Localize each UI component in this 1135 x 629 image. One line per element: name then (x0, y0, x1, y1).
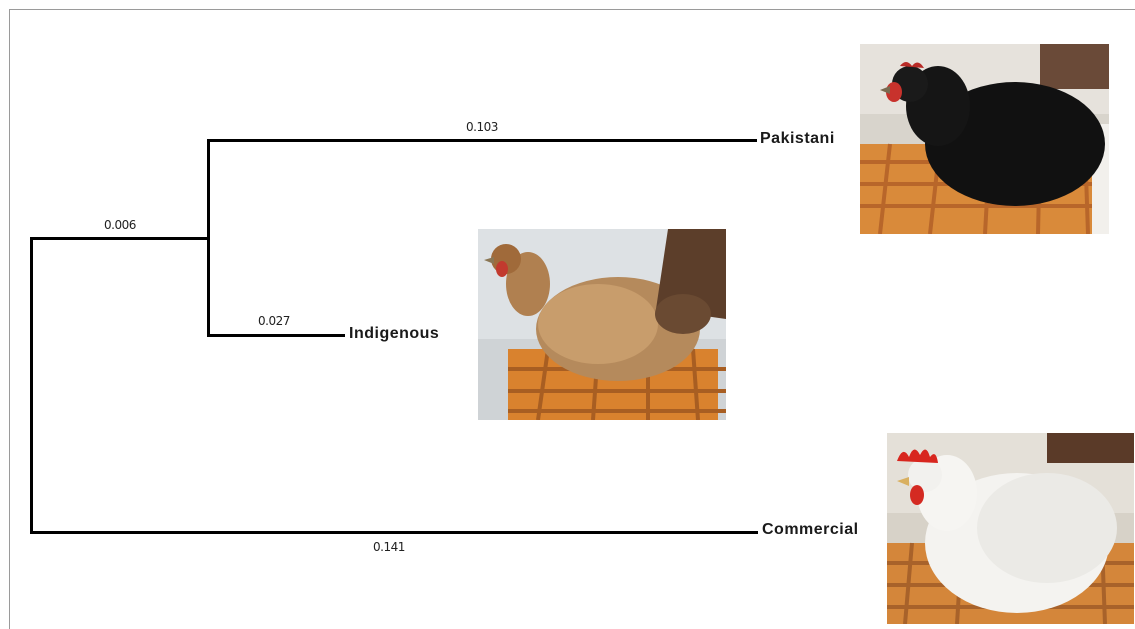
branch-length-commercial: 0.141 (373, 540, 405, 554)
root-vertical-line (30, 237, 33, 534)
black-chicken-photo (860, 44, 1109, 234)
indigenous-branch-line (207, 334, 345, 337)
taxon-label-indigenous: Indigenous (349, 325, 439, 343)
brown-chicken-photo (478, 229, 726, 420)
taxon-label-pakistani: Pakistani (760, 130, 835, 148)
clade-branch-line (30, 237, 209, 240)
pakistani-branch-line (207, 139, 757, 142)
taxon-label-commercial: Commercial (762, 521, 859, 539)
branch-length-clade: 0.006 (104, 218, 136, 232)
white-chicken-photo (887, 433, 1134, 624)
clade-vertical-line (207, 139, 210, 337)
branch-length-pakistani: 0.103 (466, 120, 498, 134)
branch-length-indigenous: 0.027 (258, 314, 290, 328)
commercial-branch-line (30, 531, 758, 534)
